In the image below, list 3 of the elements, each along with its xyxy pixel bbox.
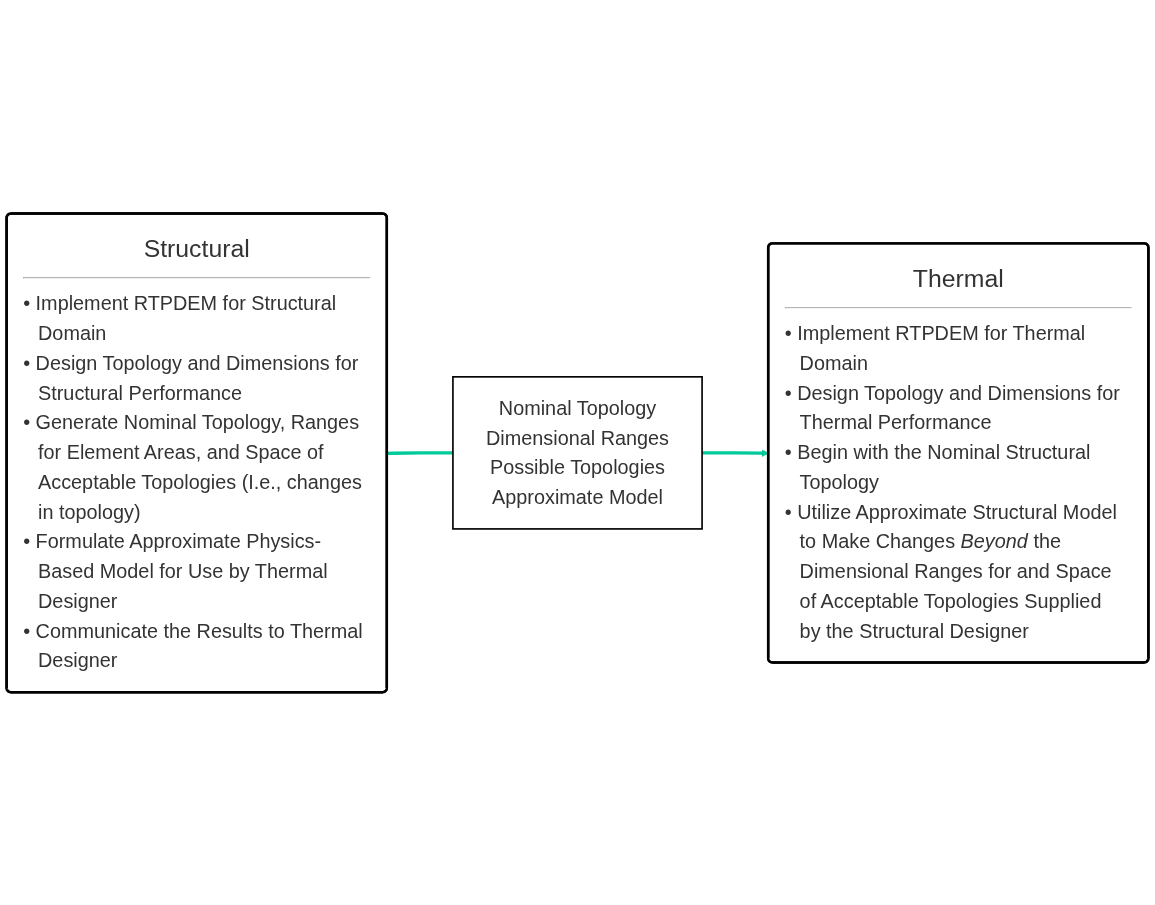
arrow: [702, 449, 769, 457]
node-box: Nominal Topology Dimensional Ranges Possible Topologies Approximate Model: [452, 375, 703, 530]
connector: [387, 450, 453, 455]
